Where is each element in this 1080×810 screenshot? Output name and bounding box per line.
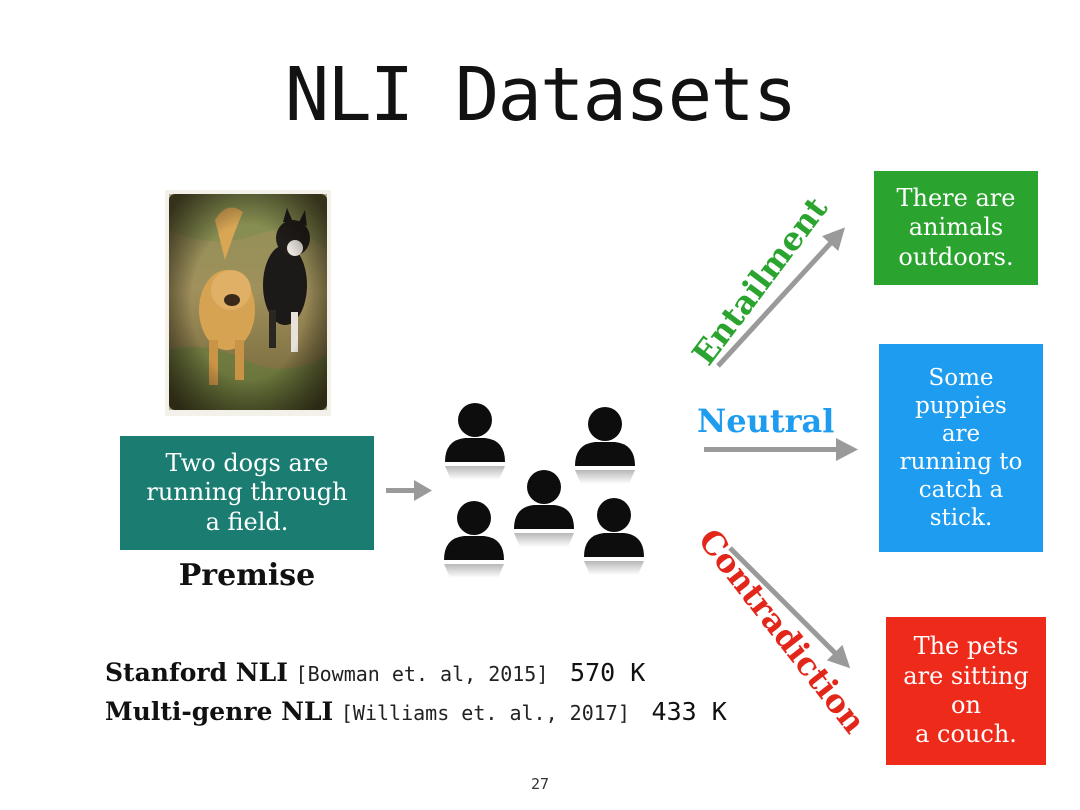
hypothesis-line: stick.: [929, 505, 993, 532]
hypothesis-line: on: [951, 691, 981, 719]
dataset-citation: [Bowman et. al, 2015]: [295, 662, 549, 686]
hypothesis-line: The pets: [913, 632, 1019, 661]
premise-line: running through: [146, 478, 348, 507]
hypothesis-line: There are: [896, 184, 1016, 213]
annotator-icon: [444, 501, 504, 578]
hypothesis-line: puppies: [915, 392, 1007, 419]
dataset-size: 570 K: [570, 658, 646, 687]
hypothesis-line: animals: [908, 213, 1004, 242]
hypothesis-line: are sitting: [903, 661, 1029, 690]
dataset-snli: Stanford NLI [Bowman et. al, 2015] 570 K: [105, 658, 645, 687]
premise-label: Premise: [178, 558, 316, 593]
neutral-arrow: [704, 438, 858, 461]
hypothesis-line: Some: [928, 364, 994, 391]
two-dogs-photo: [165, 190, 331, 416]
annotator-icon: [575, 407, 635, 484]
annotator-icon: [514, 470, 574, 547]
dataset-name: Multi-genre NLI: [105, 697, 334, 726]
annotator-icon: [445, 403, 505, 480]
premise-arrow: [386, 480, 432, 501]
hypothesis-line: catch a: [918, 477, 1004, 504]
premise-line: a field.: [205, 507, 289, 536]
entailment-hypothesis-box: There are animals outdoors.: [874, 171, 1038, 285]
contradiction-hypothesis-box: The pets are sitting on a couch.: [886, 617, 1046, 765]
neutral-hypothesis-box: Some puppies are running to catch a stic…: [879, 344, 1043, 552]
contradiction-arrow: [728, 546, 851, 669]
neutral-label: Neutral: [697, 402, 835, 440]
dataset-name: Stanford NLI: [105, 658, 288, 687]
page-number: 27: [530, 775, 550, 793]
dataset-citation: [Williams et. al., 2017]: [340, 701, 630, 725]
hypothesis-line: are: [941, 420, 981, 447]
premise-line: Two dogs are: [165, 449, 329, 478]
entailment-arrow: [716, 227, 846, 368]
premise-box: Two dogs are running through a field.: [120, 436, 374, 550]
annotator-icon: [584, 498, 644, 575]
hypothesis-line: running to: [899, 449, 1023, 475]
dataset-mnli: Multi-genre NLI [Williams et. al., 2017]…: [105, 697, 727, 726]
dataset-size: 433 K: [651, 697, 727, 726]
slide-title: NLI Datasets: [284, 52, 798, 138]
hypothesis-line: a couch.: [915, 720, 1017, 749]
hypothesis-line: outdoors.: [898, 242, 1014, 271]
